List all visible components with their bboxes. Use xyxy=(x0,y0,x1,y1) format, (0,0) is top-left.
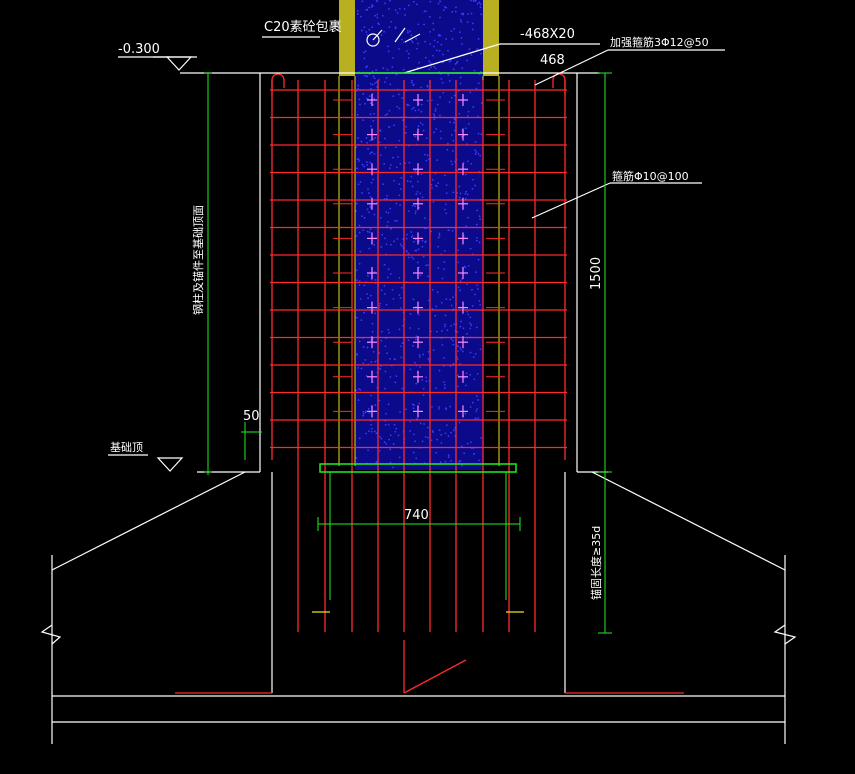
stiffener-label: 加强箍筋3Φ12@50 xyxy=(610,35,709,49)
plate-width-label: 468 xyxy=(540,53,565,68)
bar-hook xyxy=(271,73,285,95)
concrete-encasement-label: C20素砼包裹 xyxy=(264,20,342,35)
anchor-bolts xyxy=(333,94,505,418)
offset-label: 50 xyxy=(243,409,260,424)
height-label: 1500 xyxy=(589,257,604,290)
anchorage-label: 锚固长度≥35d xyxy=(589,526,603,600)
foundation-outline xyxy=(40,27,797,744)
plate-label: -468X20 xyxy=(520,27,575,42)
base-width-label: 740 xyxy=(404,508,429,523)
rebar-grid xyxy=(270,73,567,632)
foundation-top-label: 基础顶 xyxy=(110,441,143,454)
elevation-label: -0.300 xyxy=(118,42,160,57)
bar-hook xyxy=(552,73,566,95)
dimension-lines xyxy=(204,72,612,634)
stirrup-label: 箍筋Φ10@100 xyxy=(612,169,689,183)
base-rebar xyxy=(175,640,684,694)
concrete-core xyxy=(355,0,483,470)
anchor-note-label: 钢柱及锚件至基础顶面 xyxy=(191,205,205,315)
